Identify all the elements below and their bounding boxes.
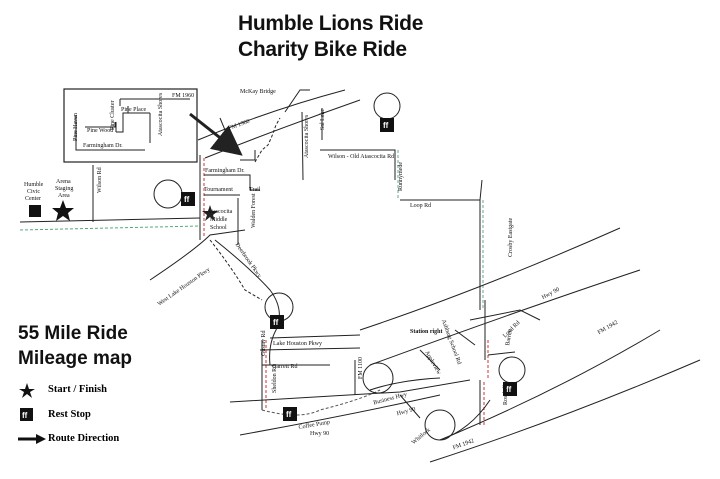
rest-stop-icon <box>181 192 195 206</box>
sheldon-rd-label: Sheldon Rd <box>272 365 278 393</box>
trail-label: Trail <box>249 187 261 193</box>
ashburg-label: Ashburg School Rd <box>440 319 462 365</box>
rest-stop-icon <box>270 315 284 329</box>
atascocita-shores-label: Atascocita Shores <box>304 114 310 158</box>
garrett-rd-label: Garrett Rd <box>272 364 298 370</box>
gustav-rd-label: Gustav Rd <box>261 331 267 357</box>
walden-forest-label: Walden Forest <box>251 193 257 228</box>
svg-text:ff: ff <box>286 410 292 419</box>
legend-start-finish-label: Start / Finish <box>48 384 107 395</box>
legend-rest-stop-icon: ff <box>20 408 33 421</box>
svg-text:ff: ff <box>506 385 512 394</box>
ride-distance-heading: 55 Mile Ride <box>18 323 128 344</box>
appleview-label: Appleview <box>423 350 442 376</box>
svg-text:ff: ff <box>383 121 389 130</box>
station-right-label: Station right <box>410 329 443 335</box>
legend-arrow-icon <box>18 434 46 444</box>
wilson-rd-label: Wilson Rd <box>97 167 103 193</box>
mckay-bridge-label: McKay Bridge <box>240 89 276 95</box>
loop-rd-label: Loop Rd <box>410 203 431 209</box>
rest-stop-circles <box>153 92 526 441</box>
inset-farmingham-label: Farmingham Dr. <box>83 143 123 149</box>
inset-pine-cluster-label: Pine Cluster <box>110 100 116 130</box>
fm1960-label: FM 1960 <box>228 119 251 132</box>
map-title-line-2: Charity Bike Ride <box>238 38 407 61</box>
svg-text:ff: ff <box>184 195 190 204</box>
school-label-1: Atascocita <box>207 209 233 215</box>
inset-map-frame <box>63 88 198 163</box>
rest-stop-icon <box>283 407 297 421</box>
legend-route-direction-label: Route Direction <box>48 433 120 444</box>
fm1100-label: FM 1100 <box>358 357 364 379</box>
civic-center-label-2: Civic <box>27 189 40 195</box>
fm1942-top-label: FM 1942 <box>597 320 619 336</box>
farmingham-dr-label: Farmingham Dr. <box>205 168 245 174</box>
barrett-label: Barrett <box>505 328 514 346</box>
school-star-icon <box>202 205 218 221</box>
start-finish-star-icon <box>52 200 74 221</box>
runnymede-label: Runnymede <box>398 162 404 191</box>
rest-stop-icons: ff ff ff ff ff <box>181 118 517 421</box>
civic-center-label-1: Humble <box>24 182 44 188</box>
school-label-3: School <box>210 225 227 231</box>
crosby-eastgate-label: Crosby Eastgate <box>508 218 514 257</box>
legend-star-icon <box>19 383 35 398</box>
coffee-pump-label: Coffee Pump <box>298 419 330 431</box>
hwy90-low-label: Hwy 90 <box>310 431 329 437</box>
rosehill-label: Rosehill <box>503 385 509 405</box>
arena-label-1: Arena <box>56 179 71 185</box>
rest-stop-icon <box>380 118 394 132</box>
rest-stop-icon <box>503 382 517 396</box>
inset-atascocita-shores-label: Atascocita Shores <box>158 92 164 136</box>
tournament-label: Tournament <box>204 187 233 193</box>
legend-rest-stop-label: Rest Stop <box>48 409 91 420</box>
route-direction-arrow <box>189 112 243 156</box>
inset-fm1960-label: FM 1960 <box>172 93 194 99</box>
civic-center-marker <box>29 205 41 217</box>
arena-label-2: Staging <box>55 186 73 192</box>
lake-houston-pkwy-label: Lake Houston Pkwy <box>273 341 322 347</box>
mileage-map-heading: Mileage map <box>18 348 133 369</box>
civic-center-label-3: Center <box>25 196 41 202</box>
deerbrook-label: Deerbrook Pkwy <box>234 242 262 279</box>
hwy90-mid-label: Hwy 90 <box>396 407 416 418</box>
arena-label-3: Area <box>58 193 70 199</box>
wilson-old-atascocita-label: Wilson - Old Atascocita Rd. <box>328 154 396 160</box>
inset-pine-haven-label: Pine Haven <box>73 113 79 141</box>
whitlock-label: Whitlock <box>411 427 432 446</box>
fm1942-low-label: FM 1942 <box>452 438 475 451</box>
business-hwy-label: Business Hwy <box>373 392 408 407</box>
svg-text:ff: ff <box>273 318 279 327</box>
hwy90-top-label: Hwy 90 <box>541 287 561 301</box>
inset-pine-wood-label: Pine Wood <box>87 128 113 134</box>
inset-pine-place-label: Pine Place <box>121 107 146 113</box>
map-title-line-1: Humble Lions Ride <box>238 12 424 35</box>
west-lake-houston-label: West Lake Houston Pkwy <box>157 267 212 308</box>
school-label-2: Middle <box>210 217 228 223</box>
arrow-tail-line <box>219 117 231 143</box>
svg-text:ff: ff <box>22 411 28 420</box>
sal-lake-label: Sal Lake <box>320 109 326 130</box>
